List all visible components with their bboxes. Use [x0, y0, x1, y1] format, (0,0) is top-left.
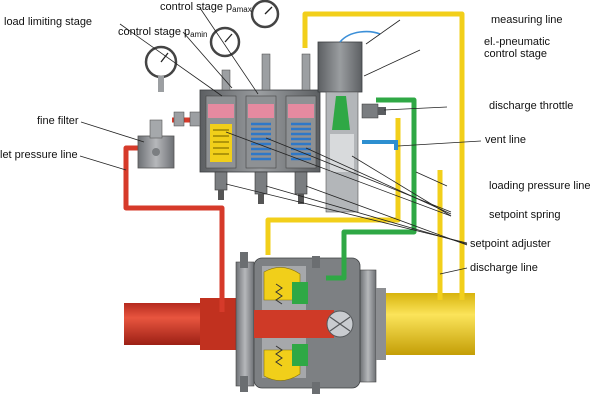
vent-line-pipe	[362, 140, 398, 150]
label-setpoint-adjuster: setpoint adjuster	[470, 238, 551, 250]
regulator-valve-body	[253, 257, 361, 389]
setpoint-springs	[213, 122, 311, 161]
measuring-line	[302, 11, 465, 300]
pilot-connectors	[173, 53, 311, 127]
actuator-bolts	[240, 252, 320, 394]
label-el-pneumatic-2: control stage	[484, 48, 547, 60]
label-control-stage-pamin: control stage pamin	[118, 26, 208, 41]
label-loading-pressure-line: loading pressure line	[489, 180, 591, 192]
label-discharge-line: discharge line	[470, 262, 538, 274]
label-el-pneumatic-1: el.-pneumatic	[484, 36, 551, 48]
loading-pressure-line-pipe	[326, 97, 417, 281]
setpoint-adjusters	[214, 171, 308, 204]
pressure-gauge-pamin	[209, 26, 241, 58]
label-setpoint-spring: setpoint spring	[489, 209, 561, 221]
label-control-stage-pamin-main: control stage p	[118, 26, 191, 38]
label-measuring-line: measuring line	[491, 14, 563, 26]
label-control-stage-pamax: control stage pamax	[160, 1, 252, 16]
label-discharge-throttle: discharge throttle	[489, 100, 574, 112]
pressure-gauge-inlet	[144, 45, 178, 92]
pressure-gauge-pamax	[250, 0, 280, 29]
el-pneumatic-control-stage	[317, 30, 381, 213]
pipe-flanges	[235, 261, 386, 387]
label-inlet-pressure-line: let pressure line	[0, 149, 78, 161]
label-control-stage-pamax-sub: amax	[232, 5, 252, 14]
label-vent-line: vent line	[485, 134, 526, 146]
leader-lines	[79, 7, 482, 275]
fine-filter	[137, 119, 175, 169]
label-control-stage-pamin-sub: amin	[190, 30, 208, 39]
discharge-throttle-part	[361, 103, 386, 119]
label-control-stage-pamax-main: control stage p	[160, 1, 233, 13]
label-load-limiting-stage: load limiting stage	[4, 16, 93, 28]
label-fine-filter: fine filter	[37, 115, 79, 127]
